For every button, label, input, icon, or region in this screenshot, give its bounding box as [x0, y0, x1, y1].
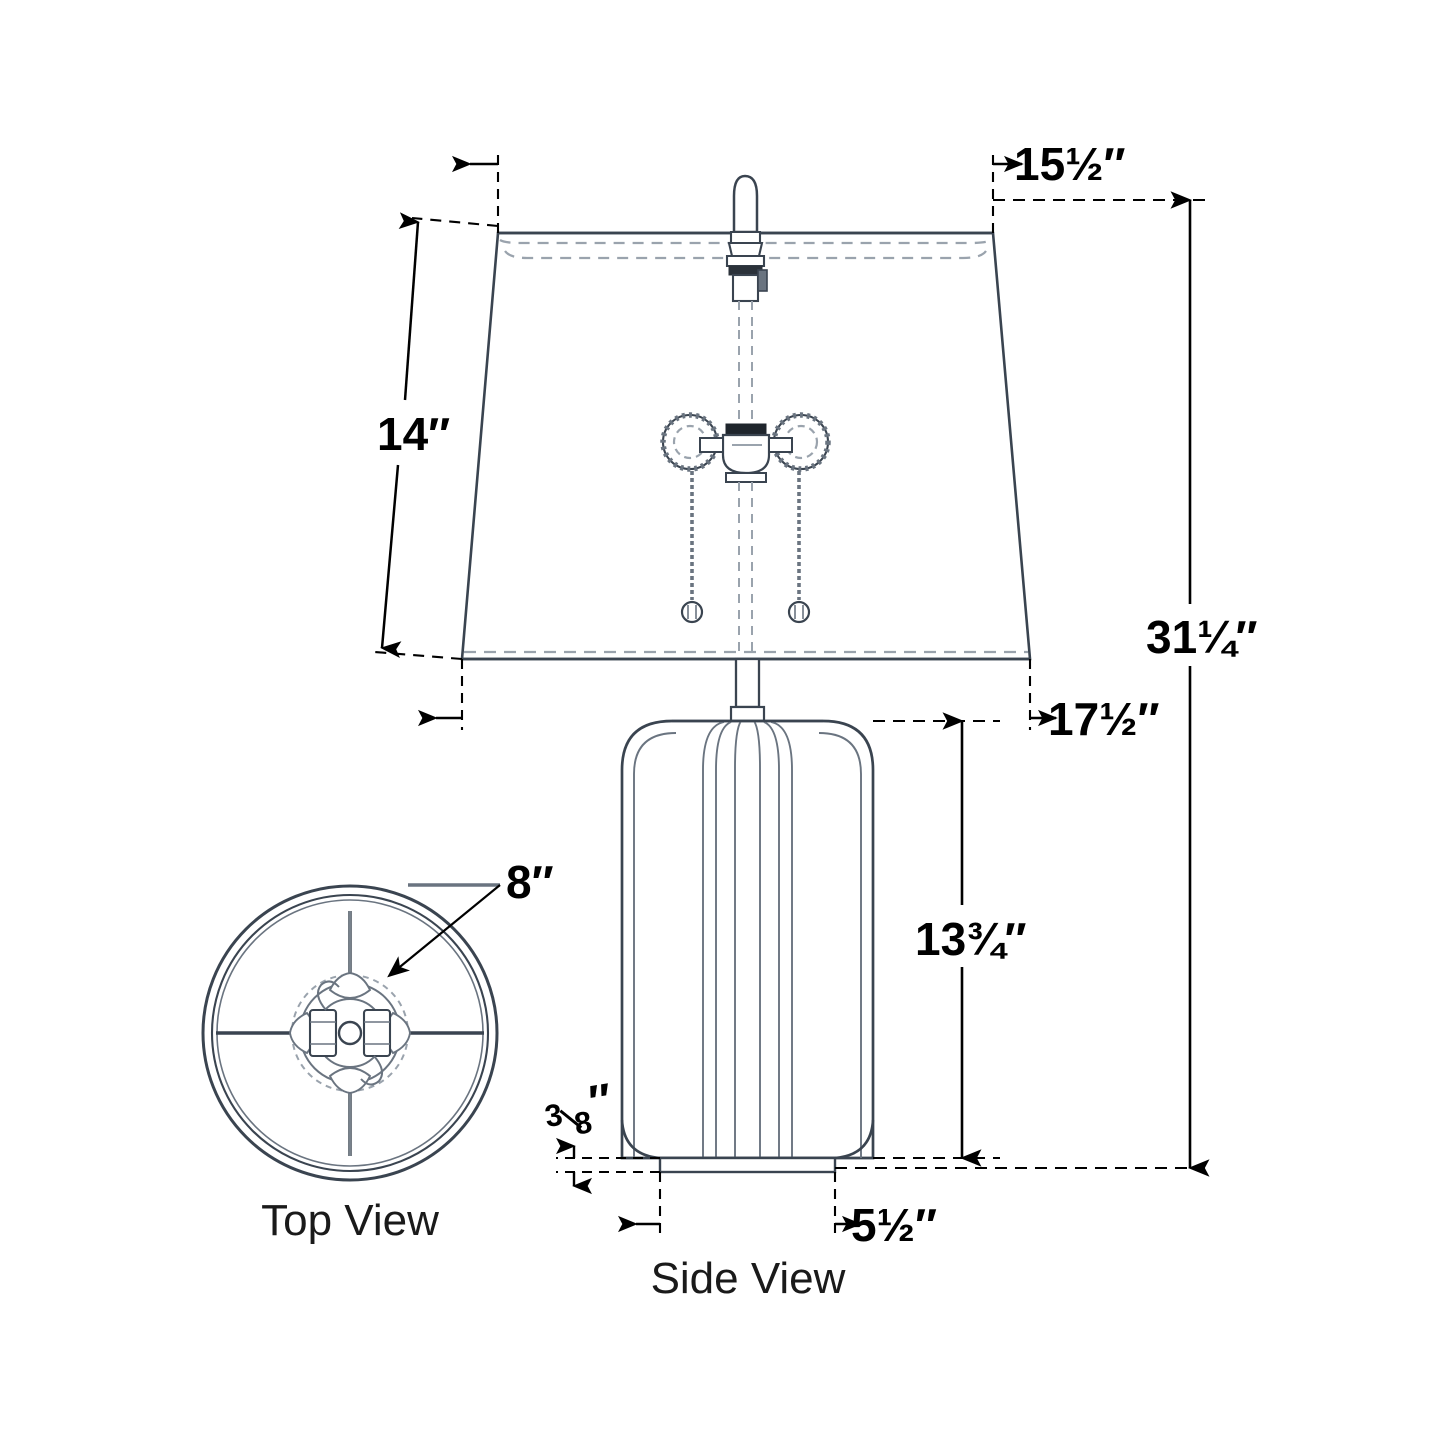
base-thickness-denominator: 8 [572, 1104, 595, 1141]
shade-top-hidden-edge-2 [504, 250, 987, 260]
petal-top [328, 972, 372, 999]
body-flute-left-inner [633, 732, 677, 1158]
chain-right-ball [787, 600, 811, 624]
dimension-label-3-8: 3 8 ″ [542, 1073, 615, 1141]
stem-hidden [738, 482, 753, 655]
dimension-label-5-5: 5½″ [851, 1199, 937, 1251]
dim-line-slant-upper [398, 212, 420, 401]
ext-line-shade-bottom [374, 650, 463, 661]
body-flute-right-inner [818, 732, 862, 1158]
dimension-overall-height: 31¼″ [835, 191, 1296, 1177]
fitter-body [731, 273, 760, 303]
finial-collar-1 [729, 230, 762, 245]
harp-fitting [728, 265, 768, 330]
cluster-housing [721, 433, 771, 475]
body-flute-6 [770, 721, 793, 1158]
finial-collar-2 [727, 241, 764, 258]
fitter-screw [757, 269, 768, 292]
body-flute-2 [715, 721, 732, 1158]
body-flute-4 [753, 720, 761, 1158]
dimension-label-31-25: 31¼″ [1146, 611, 1258, 663]
top-view-petals [289, 972, 411, 1094]
dim-line-slant-lower [380, 464, 402, 659]
cluster-arm-left [699, 437, 724, 453]
cluster-cap [725, 423, 767, 436]
top-view-center-hub [337, 1020, 363, 1046]
socket-cluster [660, 412, 831, 483]
top-view-inner-circle [210, 893, 490, 1173]
top-view-sockets [308, 1008, 392, 1058]
finial-body [732, 174, 759, 234]
dimension-top-view-callout: 8″ [387, 856, 554, 978]
neck [729, 657, 766, 723]
dimension-label-14: 14″ [377, 408, 450, 460]
base-thickness-slash [559, 1109, 583, 1129]
top-view-socket-left [308, 1008, 338, 1058]
dimension-label-15-5: 15½″ [1014, 138, 1126, 190]
neck-stem [734, 657, 761, 709]
dimension-shade-height: 14″ [374, 212, 499, 661]
dimension-body-height: 13¾″ [873, 712, 1065, 1167]
pull-chain-right [787, 471, 811, 624]
base-thickness-numerator: 3 [542, 1097, 565, 1134]
top-view-chain-curl-right [360, 1055, 384, 1086]
label-backdrop-13 [905, 905, 1065, 967]
view-label-top: Top View [261, 1196, 439, 1245]
body-outline [620, 719, 875, 1160]
pull-chain-left [680, 471, 704, 624]
view-label-side: Side View [651, 1254, 846, 1303]
base-plate-rect [658, 1156, 837, 1174]
body-flute-3 [734, 720, 742, 1158]
petal-bottom [328, 1067, 372, 1094]
cluster-arm-right [768, 437, 793, 453]
finial [725, 174, 766, 268]
top-view-chain-curl-left [316, 980, 340, 1011]
dimension-label-8: 8″ [506, 856, 554, 908]
top-view-drawing [201, 884, 499, 1182]
finial-collar-3 [725, 254, 766, 268]
dimension-label-17-5: 17½″ [1048, 693, 1160, 745]
top-view-socket-right [362, 1008, 392, 1058]
dimension-shade-top-diameter: 15½″ [452, 138, 1126, 233]
cluster-base [725, 472, 767, 483]
body-flute-5 [763, 721, 780, 1158]
lamp-body [620, 719, 875, 1160]
base-plate [658, 1156, 837, 1174]
neck-collar [729, 705, 766, 723]
shade-top-hidden-edge-1 [499, 238, 992, 245]
fitter-plate [728, 265, 763, 276]
label-backdrop-31 [1136, 604, 1296, 666]
body-flute-1 [702, 721, 725, 1158]
dimension-base-diameter: 5½″ [618, 1172, 937, 1251]
dimension-base-thickness: 3 8 ″ [542, 1073, 660, 1195]
leader-angled [387, 884, 501, 978]
chain-left-ball [680, 600, 704, 624]
dimension-shade-bottom-diameter: 17½″ [418, 659, 1160, 745]
ext-line-shade-top [411, 216, 499, 228]
dimension-label-13-75: 13¾″ [915, 913, 1027, 965]
